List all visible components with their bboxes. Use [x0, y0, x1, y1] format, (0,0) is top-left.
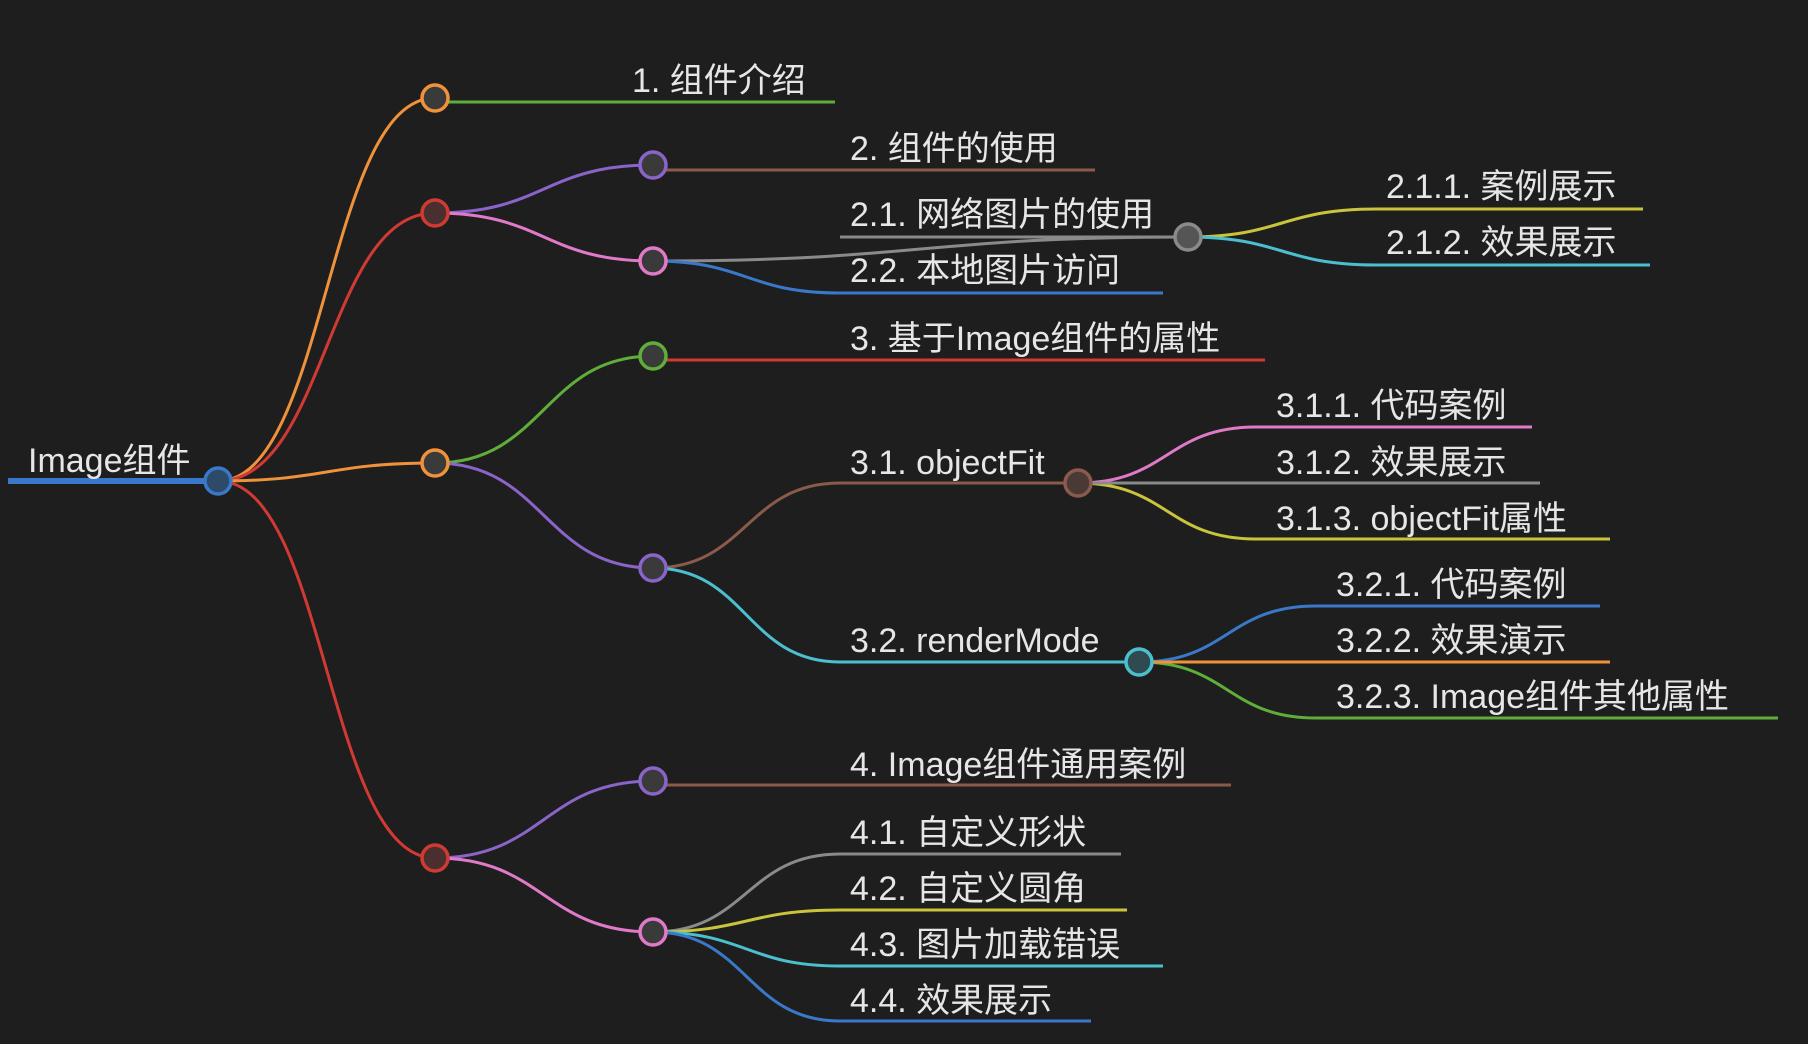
group-node-2[interactable]: [420, 198, 450, 228]
edge-root-g3: [217, 461, 436, 483]
edge-g2-n2: [434, 163, 654, 215]
group-node-3-sub[interactable]: [638, 553, 668, 583]
edge-g4-n4: [434, 779, 654, 860]
group-node-2-sub[interactable]: [638, 246, 668, 276]
edge-root-g4: [217, 479, 436, 860]
node-3[interactable]: [638, 341, 668, 371]
node-label-3-2-2[interactable]: 3.2.2. 效果演示: [1336, 622, 1567, 660]
edge-g42-n44: [652, 930, 841, 1023]
edge-g42-n43: [652, 930, 841, 968]
edge-root-g1: [217, 96, 436, 483]
node-label-3-1-2[interactable]: 3.1.2. 效果展示: [1276, 444, 1507, 482]
node-label-3-2-1[interactable]: 3.2.1. 代码案例: [1336, 566, 1567, 604]
node-3-2[interactable]: [1124, 647, 1154, 677]
node-label-4-2[interactable]: 4.2. 自定义圆角: [850, 870, 1086, 908]
edge-g3-n3: [434, 354, 654, 465]
mindmap-underlines: [8, 100, 1778, 1023]
node-2[interactable]: [638, 150, 668, 180]
node-3-1[interactable]: [1063, 468, 1093, 498]
node-label-2-1[interactable]: 2.1. 网络图片的使用: [850, 196, 1154, 234]
edge-g2-g22: [434, 211, 654, 263]
edge-n21-n211: [1187, 207, 1377, 239]
node-label-4-3[interactable]: 4.3. 图片加载错误: [850, 926, 1120, 964]
group-node-3[interactable]: [420, 448, 450, 478]
edge-root-g2: [217, 211, 436, 483]
root-node[interactable]: [203, 466, 233, 496]
edge-n32-n321: [1138, 604, 1317, 664]
edge-n31-n313: [1077, 481, 1257, 541]
node-label-4[interactable]: 4. Image组件通用案例: [850, 746, 1186, 784]
edge-g42-n42: [652, 908, 841, 934]
edge-n31-n311: [1077, 425, 1257, 485]
node-label-3-1-3[interactable]: 3.1.3. objectFit属性: [1276, 500, 1567, 538]
node-label-3[interactable]: 3. 基于Image组件的属性: [850, 320, 1220, 358]
node-label-2-1-2[interactable]: 2.1.2. 效果展示: [1386, 224, 1617, 262]
edge-n21-n212: [1187, 235, 1377, 267]
edge-n32-n323: [1138, 660, 1317, 720]
node-label-2-2[interactable]: 2.2. 本地图片访问: [850, 252, 1120, 290]
node-label-3-1-1[interactable]: 3.1.1. 代码案例: [1276, 387, 1507, 425]
root-label[interactable]: Image组件: [28, 442, 191, 480]
edge-g4-g42: [434, 856, 654, 934]
edge-g22-n22: [652, 259, 841, 295]
node-4[interactable]: [638, 766, 668, 796]
node-label-3-1[interactable]: 3.1. objectFit: [850, 444, 1045, 482]
edge-g32-n31: [652, 481, 841, 570]
node-label-1[interactable]: 1. 组件介绍: [632, 62, 806, 100]
node-label-2-1-1[interactable]: 2.1.1. 案例展示: [1386, 168, 1617, 206]
edge-g32-n32: [652, 566, 841, 664]
mindmap-labels: Image组件 1. 组件介绍 2. 组件的使用 2.1. 网络图片的使用 2.…: [28, 62, 1729, 1020]
group-node-4-sub[interactable]: [638, 917, 668, 947]
node-2-1[interactable]: [1173, 222, 1203, 252]
mindmap-nodes: [203, 83, 1203, 947]
mindmap-edges: [217, 96, 1377, 1023]
node-label-4-1[interactable]: 4.1. 自定义形状: [850, 814, 1086, 852]
node-label-3-2[interactable]: 3.2. renderMode: [850, 622, 1100, 660]
group-node-1[interactable]: [420, 83, 450, 113]
node-label-2[interactable]: 2. 组件的使用: [850, 130, 1058, 168]
edge-g42-n41: [652, 852, 841, 934]
group-node-4[interactable]: [420, 843, 450, 873]
edge-g3-g32: [434, 461, 654, 570]
node-label-4-4[interactable]: 4.4. 效果展示: [850, 982, 1052, 1020]
node-label-3-2-3[interactable]: 3.2.3. Image组件其他属性: [1336, 678, 1729, 716]
